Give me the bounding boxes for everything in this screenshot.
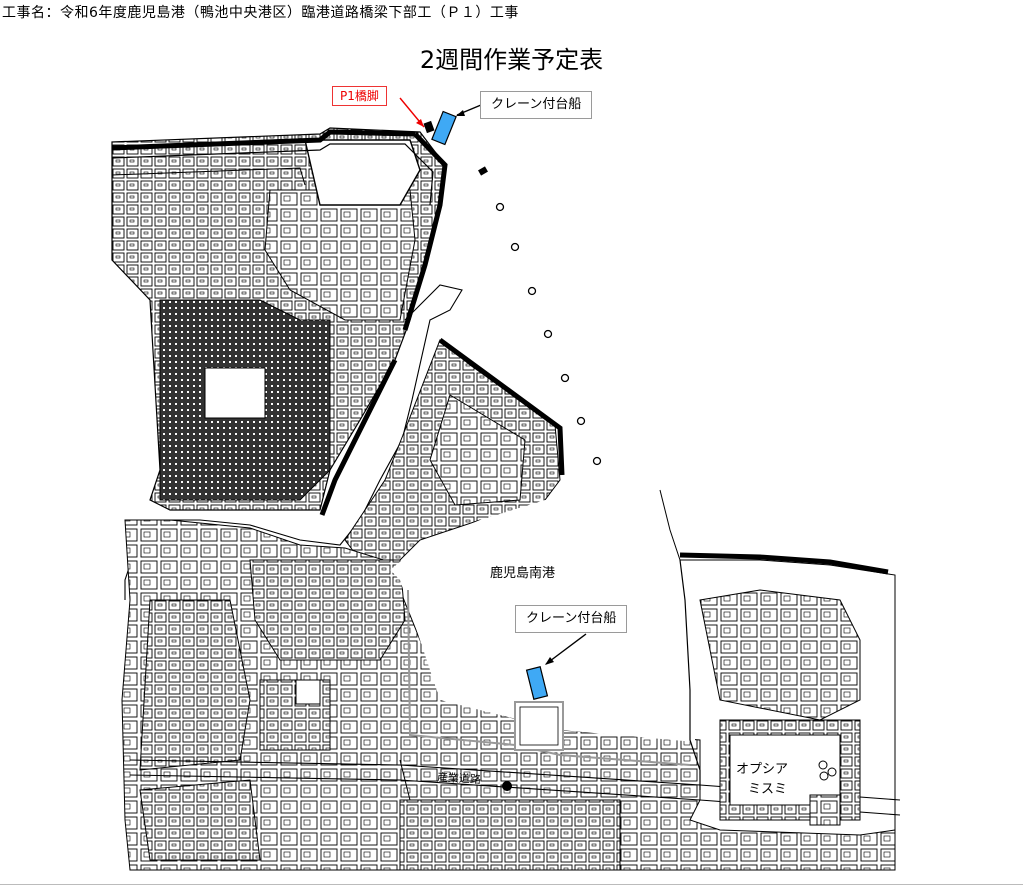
east-pier bbox=[659, 489, 896, 870]
road-marker bbox=[502, 781, 512, 791]
crane-barge-top-label: クレーン付台船 bbox=[480, 91, 593, 119]
bridge-pier-markers bbox=[495, 202, 602, 466]
road-name: 産業道路 bbox=[436, 770, 482, 787]
north-district bbox=[111, 127, 448, 511]
bottom-divider bbox=[0, 884, 1023, 885]
p1-pier-label: P1橋脚 bbox=[332, 86, 387, 106]
store-name-line2: ミスミ bbox=[748, 782, 788, 797]
crane-barge-bottom bbox=[525, 666, 549, 700]
harbor-name: 鹿児島南港 bbox=[490, 566, 556, 581]
crane-barge-top bbox=[431, 110, 457, 146]
p1-pier bbox=[423, 120, 435, 134]
barge-bottom-arrow bbox=[545, 633, 587, 665]
south-city bbox=[121, 490, 901, 871]
project-name: 工事名：令和6年度鹿児島港（鴨池中央港区）臨港道路橋梁下部工（Ｐ１）工事 bbox=[2, 5, 519, 21]
store-name-line1: オプシア bbox=[736, 762, 789, 777]
page-title: 2週間作業予定表 bbox=[419, 46, 604, 74]
crane-barge-bottom-label: クレーン付台船 bbox=[515, 605, 628, 633]
east-peninsula bbox=[344, 337, 565, 561]
